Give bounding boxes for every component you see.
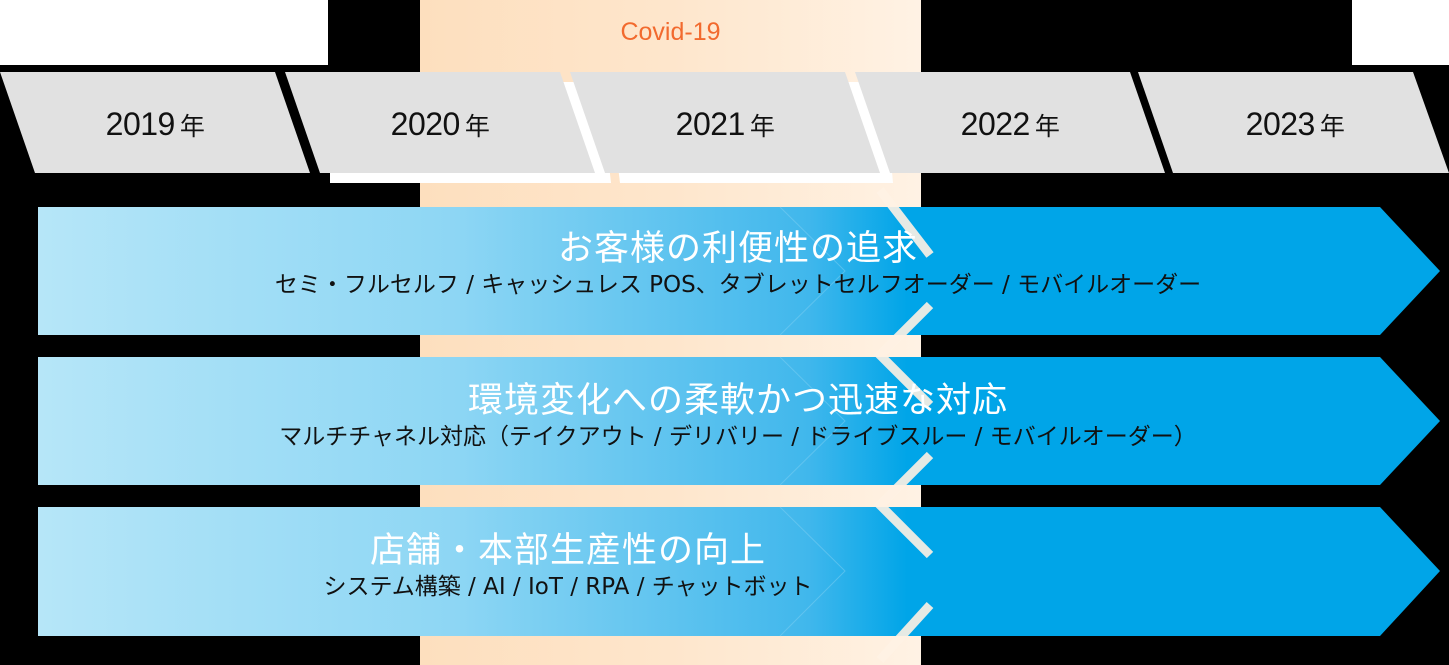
white-corner-block-right [1352, 0, 1449, 65]
covid-chevron-overlays [873, 187, 934, 664]
white-corner-block-left [0, 0, 328, 65]
year-suffix: 年 [749, 113, 775, 141]
arrow-3 [38, 507, 1440, 636]
arrow-1-text: お客様の利便性の追求 セミ・フルセルフ / キャッシュレス POS、タブレットセ… [38, 228, 1438, 300]
year-number: 2020 [390, 106, 461, 142]
arrow-2 [38, 357, 1440, 485]
arrow-title: お客様の利便性の追求 [557, 229, 918, 269]
arrow-subtitle: マルチチャネル対応（テイクアウト / デリバリー / ドライブスルー / モバイ… [279, 424, 1197, 450]
year-banner-2023 [1138, 72, 1449, 173]
year-banner-2020 [285, 72, 595, 173]
year-banner-2021 [570, 72, 880, 173]
year-suffix: 年 [464, 113, 490, 141]
year-suffix: 年 [179, 113, 205, 141]
arrow-1 [38, 207, 1440, 335]
year-number: 2022 [960, 106, 1031, 142]
arrow-2-text: 環境変化への柔軟かつ迅速な対応 マルチチャネル対応（テイクアウト / デリバリー… [38, 380, 1438, 452]
year-banner-2022 [855, 72, 1165, 173]
arrow-subtitle: システム構築 / AI / IoT / RPA / チャットボット [323, 574, 813, 600]
arrow-title: 店舗・本部生産性の向上 [369, 531, 766, 571]
faint-chevron-lines [779, 206, 846, 637]
arrow-subtitle: セミ・フルセルフ / キャッシュレス POS、タブレットセルフオーダー / モバ… [274, 272, 1202, 298]
covid-label: Covid-19 [620, 18, 721, 46]
year-suffix: 年 [1319, 113, 1345, 141]
arrow-3-text: 店舗・本部生産性の向上 システム構築 / AI / IoT / RPA / チャ… [38, 530, 1098, 602]
year-suffix: 年 [1034, 113, 1060, 141]
year-number: 2019 [105, 106, 176, 142]
arrows [38, 207, 1440, 636]
year-banners [0, 72, 1449, 173]
arrow-title: 環境変化への柔軟かつ迅速な対応 [467, 381, 1008, 421]
year-number: 2023 [1245, 106, 1316, 142]
year-number: 2021 [675, 106, 746, 142]
year-banner-2019 [0, 72, 310, 173]
